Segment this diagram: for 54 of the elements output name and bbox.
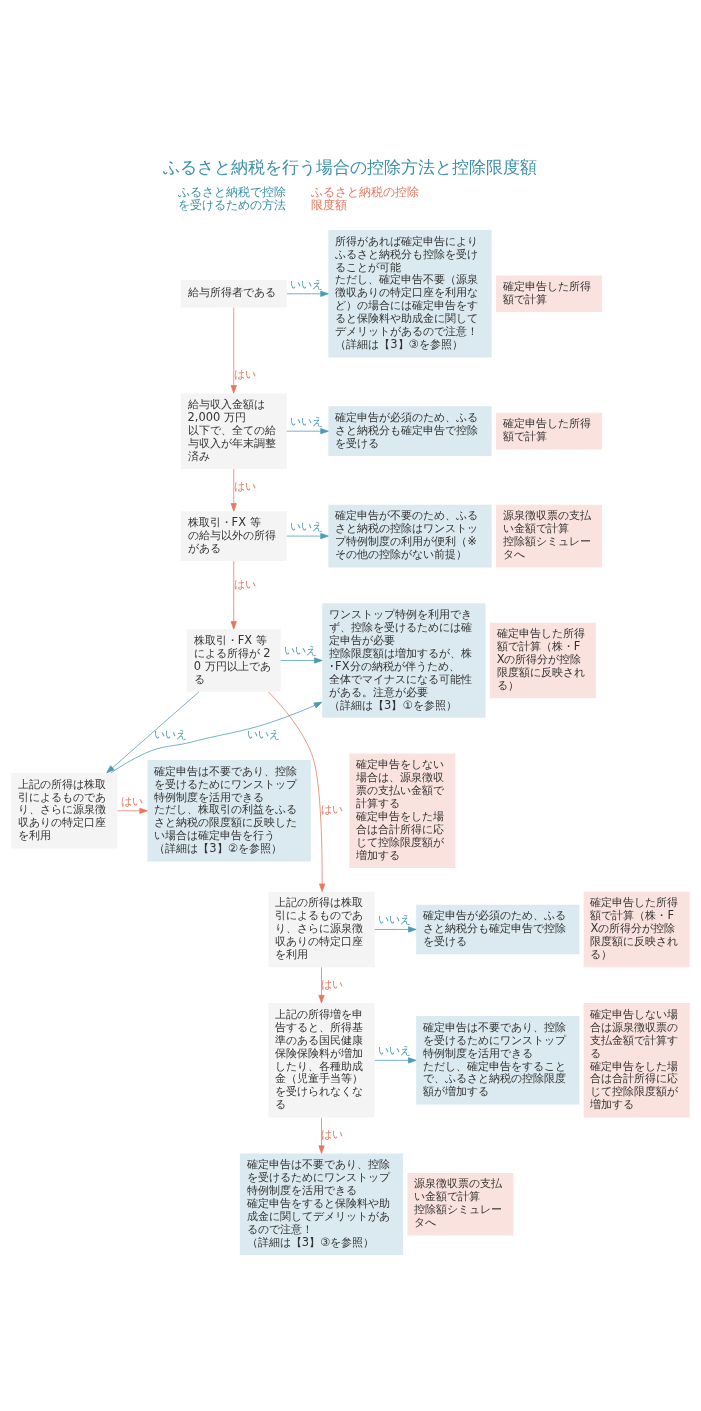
edge-label: いいえ (290, 518, 324, 533)
edge-label: はい (321, 802, 344, 817)
edge-label: いいえ (290, 276, 324, 291)
node-box: 上記の所得は株取引によるものであり、さらに源泉徴収ありの特定口座を利用 (268, 891, 375, 968)
edge-label: はい (233, 367, 256, 382)
arrow (110, 701, 323, 774)
edge-label: いいえ (377, 912, 411, 927)
node-box: 確定申告は不要であり、控除を受けるためにワンストップ特例制度を活用できる ただし、株取引の利益をふるさと納税の限度額に反映したい場合は確定申告を行う （詳細は【3】②を参照） (147, 760, 311, 862)
arrow (230, 468, 237, 512)
arrow (374, 1057, 417, 1064)
arrow (230, 560, 237, 630)
diagram-title: ふるさと納税を行う場合の控除方法と控除限度額 (163, 156, 538, 177)
node-box: 上記の所得は株取引によるものであり、さらに源泉徴収ありの特定口座を利用 (11, 773, 118, 849)
arrow (268, 691, 326, 892)
node-box: 所得があれば確定申告によりふるさと納税分も控除を受けることが可能 ただし、確定申告不要（源泉徴収ありの特定口座を利用など）の場合には確定申告をすると保険料や助成金に関してデメリットがあるので注意！ （詳細は【3】③を参照） (328, 230, 492, 358)
node-box: 確定申告は不要であり、控除を受けるためにワンストップ特例制度を活用できる 確定申告をすると保険料や助成金に関してデメリットがあるので注意！ （詳細は【3】③を参照） (239, 1153, 404, 1255)
node-box: 確定申告した所得額で計算 (495, 412, 602, 450)
arrow (286, 290, 329, 297)
node-box: 株取引・FX 等の給与以外の所得がある (180, 511, 287, 561)
arrow (106, 691, 200, 774)
node-box: 株取引・FX 等による所得が 20 万円以上である (186, 629, 281, 692)
node-box: 確定申告が必須のため、ふるさと納税分も確定申告で控除を受ける (328, 406, 492, 456)
arrow (230, 307, 237, 394)
edge-label: はい (120, 793, 143, 808)
node-box: 確定申告が必須のため、ふるさと納税分も確定申告で控除を受ける (416, 904, 580, 955)
node-box: 確定申告した所得額で計算（株・FXの所得分が控除限度額に反映される） (583, 891, 690, 968)
edge-label: はい (233, 478, 256, 493)
node-box: 確定申告した所得額で計算（株・FXの所得分が控除限度額に反映される） (489, 622, 596, 699)
node-box: 上記の所得増を申告すると、所得基準のある国民健康保険保険料が増加したり、各種助成金（児童手当等）を受けられなくなる (268, 1003, 375, 1118)
arrow (318, 966, 325, 1004)
edge-label: いいえ (377, 1043, 411, 1058)
node-box: 確定申告した所得額で計算 (495, 275, 602, 313)
node-box: 確定申告が不要のため、ふるさと納税の控除はワンストップ特例制度の利用が便利（※その他の控除がない前提） (328, 504, 492, 568)
node-box: 源泉徴収票の支払い金額で計算 控除額シミュレータへ (495, 504, 602, 568)
edge-label: いいえ (283, 643, 317, 658)
arrow (286, 428, 329, 435)
arrow (286, 533, 329, 540)
node-box: 源泉徴収票の支払い金額で計算 控除額シミュレータへ (407, 1172, 514, 1236)
edge-label: いいえ (247, 727, 281, 742)
node-box: 給与収入金額は 2,000 万円以下で、全ての給与収入が年末調整済み (180, 393, 287, 469)
label: ふるさと納税の控除限度額 (310, 184, 419, 213)
edge-label: いいえ (290, 414, 324, 429)
arrow (280, 657, 323, 664)
node-box: ワンストップ特例を利用できず、控除を受けるためには確定申告が必要 控除限度額は増加するが、株･FX分の納税が伴うため、全体でマイナスになる可能性がある。注意が必要 （詳細は【3】①を参照） (322, 603, 486, 718)
edge-label: いいえ (154, 727, 188, 742)
node-box: 給与所得者である (180, 280, 287, 308)
node-box: 確定申告は不要であり、控除を受けるためにワンストップ特例制度を活用できる ただし、確定申告をすることで、ふるさと納税の控除限度額が増加する (416, 1016, 580, 1105)
arrow (117, 807, 148, 814)
arrow (318, 1117, 325, 1154)
arrow (374, 926, 417, 933)
node-box: 確定申告しない場合は源泉徴収票の支払金額で計算する 確定申告をした場合は合計所得に応じて控除限度額が増加する (583, 1003, 690, 1118)
edge-label: はい (233, 576, 256, 591)
node-box: 確定申告をしない場合は、源泉徴収票の支払い金額で計算する 確定申告をした場合は合計所得に応じて控除限度額が増加する (349, 753, 456, 869)
label: ふるさと納税で控除を受けるための方法 (177, 184, 286, 213)
